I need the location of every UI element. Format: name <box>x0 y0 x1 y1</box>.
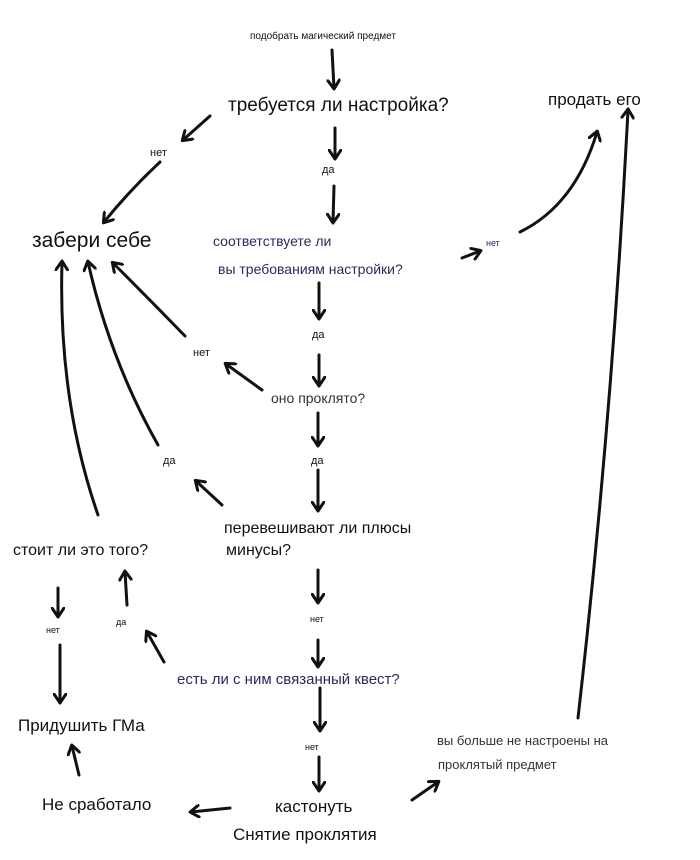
arrow-start-to-attune <box>332 48 334 88</box>
arrow-cast-to-failed <box>191 808 232 812</box>
arrow-failed-to-strangle <box>72 746 79 777</box>
arrow-worth-to-keep <box>62 262 100 517</box>
label-yes: да <box>322 164 335 176</box>
label-yes: да <box>163 455 176 467</box>
node-no-longer-attuned-line2: проклятый предмет <box>438 757 557 772</box>
label-yes: да <box>311 455 324 467</box>
arrow-no-to-keep-2 <box>113 263 187 338</box>
node-start: подобрать магический предмет <box>250 31 396 42</box>
node-keep: забери себе <box>32 229 152 252</box>
arrow-no-to-sell <box>518 132 597 234</box>
node-no-longer-attuned-line1: вы больше не настроены на <box>437 733 608 748</box>
node-pros-outweigh-line1: перевешивают ли плюсы <box>224 520 412 537</box>
label-no: нет <box>150 147 167 159</box>
arrow-no-to-keep <box>104 160 162 222</box>
node-cast-line2: Снятие проклятия <box>233 825 377 844</box>
arrow-quest-yes <box>147 632 166 664</box>
label-no: нет <box>486 238 500 248</box>
arrow-cast-to-unattuned <box>410 782 438 802</box>
arrow-attune-no <box>183 114 212 140</box>
label-yes: да <box>116 617 127 627</box>
node-quest: есть ли с ним связанный квест? <box>177 671 400 688</box>
node-cast-line1: кастонуть <box>275 797 353 816</box>
arrow-yes-to-worth <box>125 572 127 607</box>
node-worth-it: стоит ли это того? <box>13 542 149 559</box>
node-sell: продать его <box>548 90 641 109</box>
label-no: нет <box>305 742 319 752</box>
arrow-unattuned-to-sell <box>576 110 628 720</box>
label-no: нет <box>193 347 210 359</box>
node-strangle-gm: Придушить ГМа <box>18 716 145 735</box>
node-needs-attunement: требуется ли настройка? <box>228 95 449 116</box>
arrow-yes-to-requirements <box>333 184 334 222</box>
node-pros-outweigh-line2: минусы? <box>226 542 291 559</box>
node-cursed: оно проклято? <box>271 390 366 406</box>
arrow-yes-to-keep <box>88 262 160 447</box>
node-meet-requirements-line1: соответствуете ли <box>213 233 332 249</box>
node-failed: Не сработало <box>42 795 152 814</box>
arrow-pros-yes <box>196 481 224 507</box>
label-yes: да <box>312 329 325 341</box>
arrow-requirements-no <box>460 251 480 258</box>
label-no: нет <box>46 625 60 635</box>
node-meet-requirements-line2: вы требованиям настройки? <box>218 261 403 277</box>
arrow-cursed-no <box>226 364 264 392</box>
label-no: нет <box>310 614 324 624</box>
